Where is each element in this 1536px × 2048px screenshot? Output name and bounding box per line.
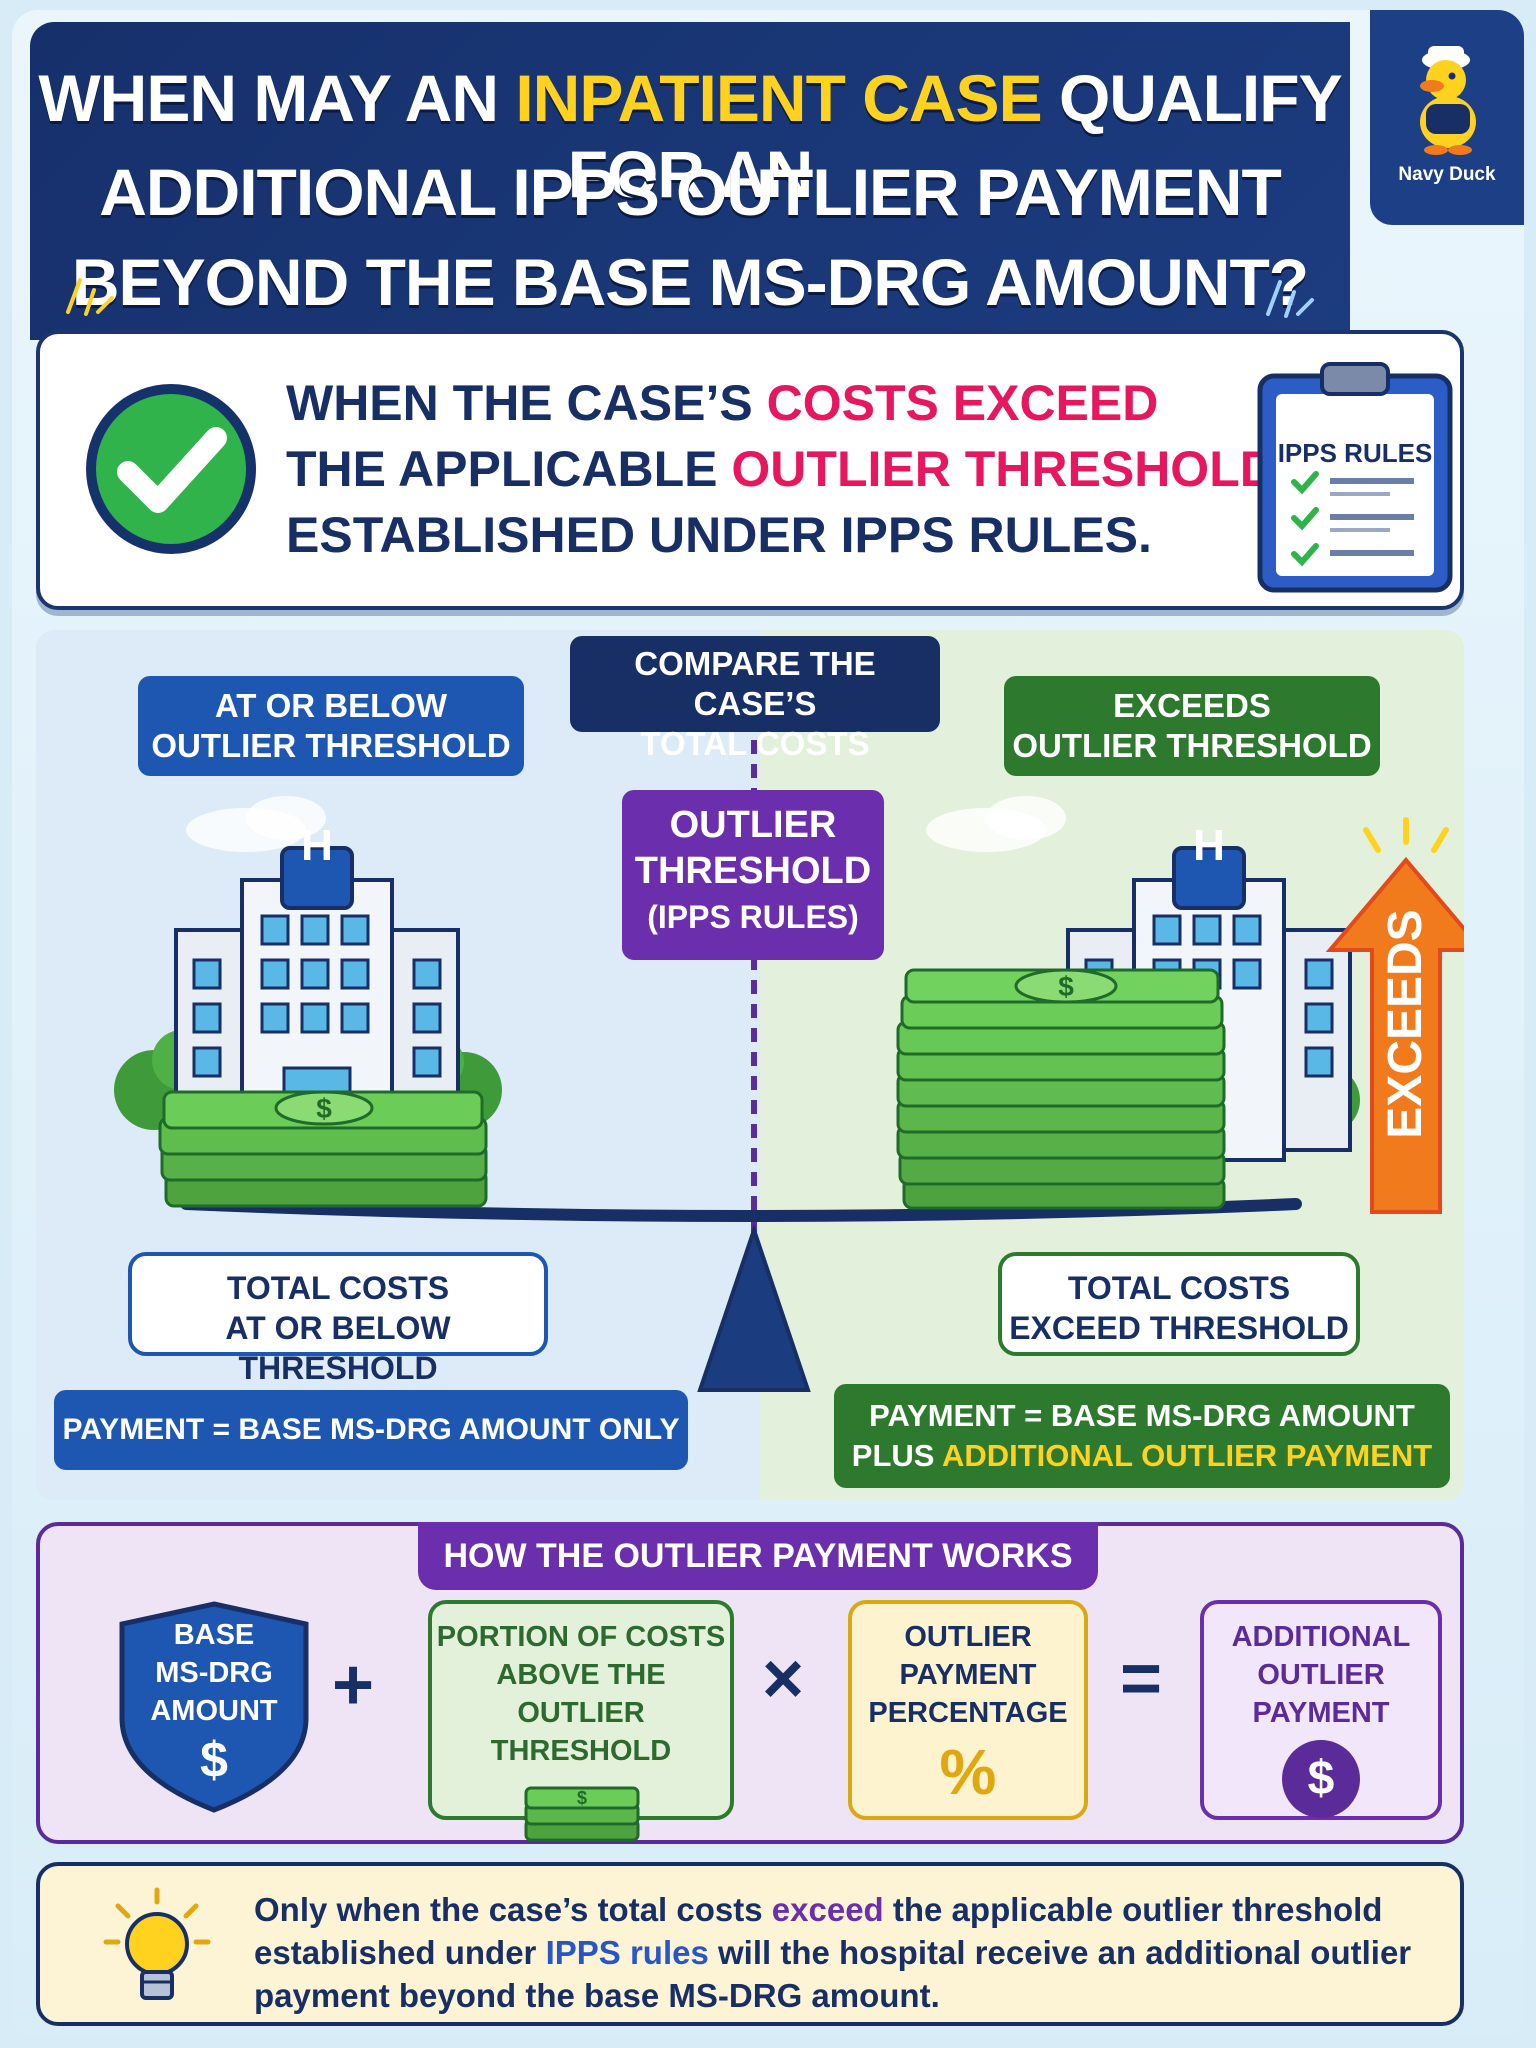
base-plus-outlier-payment-label: PAYMENT = BASE MS-DRG AMOUNT PLUS ADDITI… (834, 1384, 1450, 1488)
hospital-sign-left: H (301, 821, 333, 870)
sparkle-icon (1266, 280, 1314, 318)
base-payment-only-label: PAYMENT = BASE MS-DRG AMOUNT ONLY (54, 1390, 688, 1470)
svg-text:$: $ (316, 1093, 332, 1124)
svg-text:$: $ (577, 1788, 587, 1808)
header-title-line-1: WHEN MAY AN INPATIENT CASE QUALIFY FOR A… (38, 61, 1342, 211)
below-threshold-cost-label: TOTAL COSTS AT OR BELOW THRESHOLD (128, 1252, 548, 1386)
how-it-works-panel: HOW THE OUTLIER PAYMENT WORKS BASE MS-DR… (36, 1522, 1464, 1844)
equals-operator: = (1120, 1639, 1163, 1719)
outlier-payment-percentage-box: OUTLIER PAYMENT PERCENTAGE % (848, 1600, 1088, 1820)
header-title-line-2: ADDITIONAL IPPS OUTLIER PAYMENT (99, 155, 1282, 229)
brand-name: Navy Duck (1398, 164, 1496, 185)
comparison-panel: $ $ COMPARE THE CASE’S TOTAL COSTS OUTLI… (36, 630, 1464, 1500)
money-stack-icon: $ (524, 1786, 640, 1842)
answer-card: WHEN THE CASE’S COSTS EXCEED THE APPLICA… (36, 330, 1464, 610)
outlier-threshold-marker: OUTLIER THRESHOLD (IPPS RULES) (622, 790, 884, 960)
check-circle-icon (86, 384, 256, 554)
exceeds-threshold-cost-label: TOTAL COSTS EXCEED THRESHOLD (998, 1252, 1360, 1356)
below-threshold-header: AT OR BELOW OUTLIER THRESHOLD (138, 676, 524, 776)
hospital-sign-right: H (1193, 821, 1225, 870)
duck-mascot-icon (1420, 46, 1476, 155)
portion-above-threshold-box: PORTION OF COSTS ABOVE THE OUTLIER THRES… (428, 1600, 734, 1842)
lightbulb-icon (103, 1887, 211, 2000)
summary-text: Only when the case’s total costs exceed … (254, 1891, 1412, 2014)
dollar-icon: $ (200, 1732, 228, 1788)
dollar-coin-icon: $ (1282, 1740, 1360, 1818)
exceeds-arrow-label: EXCEEDS (1379, 909, 1432, 1139)
brand-logo: Navy Duck (1370, 10, 1524, 225)
shield-icon (119, 1601, 309, 1813)
sparkle-icon (66, 278, 114, 316)
exceeds-threshold-header: EXCEEDS OUTLIER THRESHOLD (1004, 676, 1380, 776)
base-ms-drg-amount: BASE MS-DRG AMOUNT $ (126, 1616, 302, 1790)
how-it-works-title: HOW THE OUTLIER PAYMENT WORKS (418, 1522, 1098, 1590)
percent-icon: % (939, 1736, 997, 1808)
compare-costs-label: COMPARE THE CASE’S TOTAL COSTS (570, 636, 940, 762)
clipboard-title: IPPS RULES (1277, 438, 1433, 468)
header-title-line-3: BEYOND THE BASE MS-DRG AMOUNT? (71, 245, 1309, 319)
times-operator: × (762, 1639, 805, 1719)
summary-note: Only when the case’s total costs exceed … (36, 1862, 1464, 2026)
additional-outlier-payment-box: ADDITIONAL OUTLIER PAYMENT $ (1200, 1600, 1442, 1820)
answer-text: WHEN THE CASE’S COSTS EXCEED THE APPLICA… (286, 375, 1276, 563)
plus-operator: + (332, 1645, 375, 1725)
svg-text:$: $ (1058, 971, 1074, 1002)
header-banner: WHEN MAY AN INPATIENT CASE QUALIFY FOR A… (30, 22, 1350, 340)
clipboard-icon: IPPS RULES (1252, 354, 1458, 594)
balance-scale-illustration: $ $ (114, 740, 1464, 1392)
